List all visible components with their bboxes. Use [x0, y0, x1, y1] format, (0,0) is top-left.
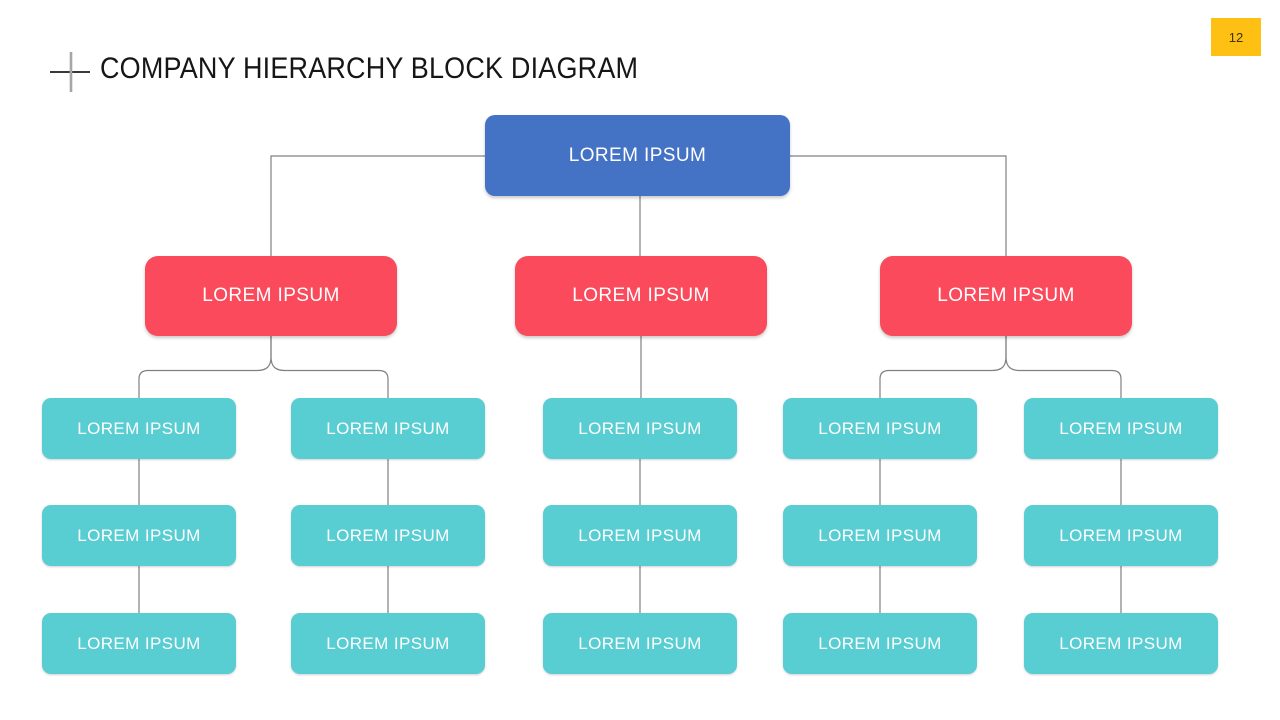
org-node-label: LOREM IPSUM — [578, 525, 702, 545]
connector-l2b-col4 — [879, 336, 1007, 398]
org-node-label: LOREM IPSUM — [202, 285, 340, 306]
org-node-label: LOREM IPSUM — [578, 633, 702, 653]
org-node-level3-c2-r2: LOREM IPSUM — [291, 505, 485, 566]
org-node-level3-c5-r1: LOREM IPSUM — [1024, 398, 1218, 459]
org-node-level3-c2-r1: LOREM IPSUM — [291, 398, 485, 459]
org-node-label: LOREM IPSUM — [818, 418, 942, 438]
org-node-level2-3: LOREM IPSUM — [880, 256, 1132, 336]
org-node-level2-2: LOREM IPSUM — [515, 256, 767, 336]
connector-l2a-col1 — [138, 336, 272, 398]
org-node-label: LOREM IPSUM — [568, 144, 707, 166]
org-node-level3-c5-r3: LOREM IPSUM — [1024, 613, 1218, 674]
connector-root-left — [270, 155, 485, 256]
page-number-badge: 12 — [1211, 18, 1261, 56]
page-number: 12 — [1228, 29, 1244, 45]
org-node-label: LOREM IPSUM — [77, 525, 201, 545]
org-node-label: LOREM IPSUM — [1059, 418, 1183, 438]
org-node-label: LOREM IPSUM — [326, 633, 450, 653]
org-node-level3-c5-r2: LOREM IPSUM — [1024, 505, 1218, 566]
org-node-level3-c3-r3: LOREM IPSUM — [543, 613, 737, 674]
org-node-level3-c3-r1: LOREM IPSUM — [543, 398, 737, 459]
plus-icon — [50, 52, 90, 92]
org-node-level3-c4-r3: LOREM IPSUM — [783, 613, 977, 674]
org-node-label: LOREM IPSUM — [578, 418, 702, 438]
slide-header: COMPANY HIERARCHY BLOCK DIAGRAM — [0, 0, 1280, 100]
org-node-label: LOREM IPSUM — [77, 418, 201, 438]
org-node-label: LOREM IPSUM — [326, 525, 450, 545]
org-node-level3-c1-r2: LOREM IPSUM — [42, 505, 236, 566]
org-node-level3-c1-r3: LOREM IPSUM — [42, 613, 236, 674]
org-node-label: LOREM IPSUM — [326, 418, 450, 438]
org-node-level3-c4-r2: LOREM IPSUM — [783, 505, 977, 566]
org-node-level3-c2-r3: LOREM IPSUM — [291, 613, 485, 674]
org-node-label: LOREM IPSUM — [1059, 525, 1183, 545]
org-node-label: LOREM IPSUM — [77, 633, 201, 653]
page-title: COMPANY HIERARCHY BLOCK DIAGRAM — [100, 52, 639, 85]
org-node-level3-c3-r2: LOREM IPSUM — [543, 505, 737, 566]
org-node-label: LOREM IPSUM — [818, 525, 942, 545]
org-node-level3-c1-r1: LOREM IPSUM — [42, 398, 236, 459]
org-node-level2-1: LOREM IPSUM — [145, 256, 397, 336]
connector-l2a-col2 — [270, 336, 389, 398]
org-node-label: LOREM IPSUM — [572, 285, 710, 306]
org-node-level3-c4-r1: LOREM IPSUM — [783, 398, 977, 459]
connector-root-right — [790, 155, 1007, 256]
org-node-root: LOREM IPSUM — [485, 115, 790, 196]
org-node-label: LOREM IPSUM — [818, 633, 942, 653]
connector-l2b-col5 — [1005, 336, 1122, 398]
org-node-label: LOREM IPSUM — [1059, 633, 1183, 653]
org-node-label: LOREM IPSUM — [937, 285, 1075, 306]
